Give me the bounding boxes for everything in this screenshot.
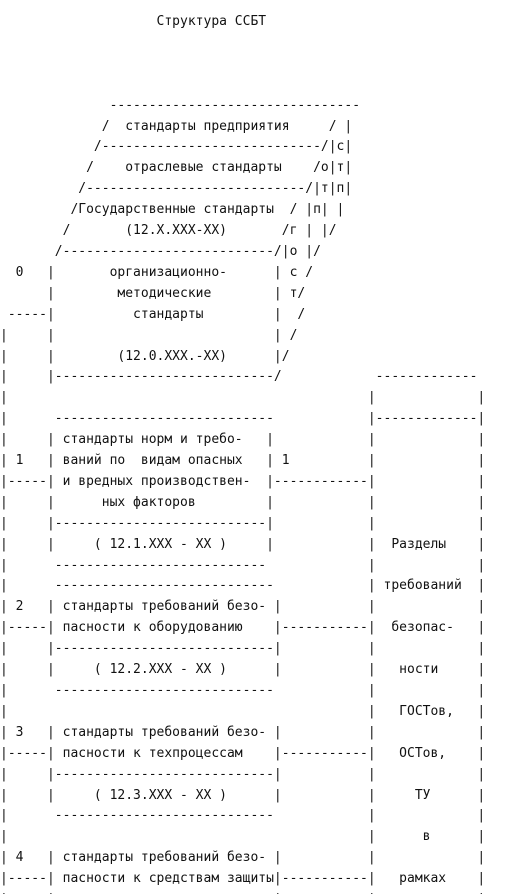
diagram-line: | ---------------------------- |--------… bbox=[0, 411, 486, 427]
diagram-line: | | ( 12.1.ХХХ - ХХ ) | | Разделы | bbox=[0, 536, 486, 552]
diagram-line: | --------------------------- | | bbox=[0, 557, 486, 573]
diagram-line: -----| стандарты | / bbox=[0, 306, 306, 322]
diagram-line: | |---------------------------| | | bbox=[0, 515, 486, 531]
diagram-line: |-----| пасности к оборудованию |-------… bbox=[0, 620, 486, 636]
diagram-line: | | | bbox=[0, 390, 486, 406]
diagram-line: -------------------------------- bbox=[0, 97, 361, 113]
diagram-line: | 2 | стандарты требований безо- | | | bbox=[0, 599, 486, 615]
diagram-line: | | стандарты норм и требо- | | | bbox=[0, 432, 486, 448]
diagram-line: /----------------------------/|т|п| bbox=[0, 181, 353, 197]
ssbt-structure-diagram: Структура ССБТ -------------------------… bbox=[0, 12, 485, 894]
diagram-line: | | | / bbox=[0, 327, 298, 343]
diagram-line: / (12.Х.ХХХ-ХХ) /г | |/ bbox=[0, 223, 337, 239]
diagram-line: | 3 | стандарты требований безо- | | | bbox=[0, 724, 486, 740]
diagram-line: /----------------------------/|с| bbox=[0, 139, 353, 155]
diagram-line: |-----| пасности к средствам защиты|----… bbox=[0, 871, 486, 887]
diagram-line: | |----------------------------| | | bbox=[0, 766, 486, 782]
diagram-line: |-----| пасности к техпроцессам |-------… bbox=[0, 745, 486, 761]
page-title: Структура ССБТ bbox=[0, 14, 267, 29]
diagram-line: | | ( 12.2.ХХХ - ХХ ) | | ности | bbox=[0, 662, 486, 678]
diagram-line: | |----------------------------| | | bbox=[0, 892, 485, 894]
diagram-line: | | ( 12.3.ХХХ - ХХ ) | | ТУ | bbox=[0, 787, 486, 803]
diagram-line: | |----------------------------/ -------… bbox=[0, 369, 478, 385]
diagram-line: / отраслевые стандарты /о|т| bbox=[0, 160, 353, 176]
diagram-line: | | (12.0.ХХХ.-ХХ) |/ bbox=[0, 348, 290, 364]
diagram-line: | | ГОСТов, | bbox=[0, 703, 486, 719]
diagram-line: | ---------------------------- | | bbox=[0, 683, 486, 698]
diagram-line: /---------------------------/|о |/ bbox=[0, 243, 321, 259]
diagram-line: | ---------------------------- | требова… bbox=[0, 578, 486, 594]
diagram-line: | | ных факторов | | | bbox=[0, 494, 486, 510]
diagram-line: |-----| и вредных производствен- |------… bbox=[0, 473, 486, 489]
diagram-line: | |----------------------------| | | bbox=[0, 641, 486, 657]
diagram-line: | | в | bbox=[0, 829, 486, 845]
diagram-line: 0 | организационно- | с / bbox=[0, 264, 314, 280]
diagram-line: /Государственные стандарты / |п| | bbox=[0, 202, 345, 218]
diagram-line: | методические | т/ bbox=[0, 285, 306, 301]
diagram-line: | ---------------------------- | | bbox=[0, 808, 486, 824]
diagram-line: | 1 | ваний по видам опасных | 1 | | bbox=[0, 453, 486, 469]
diagram-line: | 4 | стандарты требований безо- | | | bbox=[0, 850, 486, 866]
diagram-line: / стандарты предприятия / | bbox=[0, 118, 353, 134]
